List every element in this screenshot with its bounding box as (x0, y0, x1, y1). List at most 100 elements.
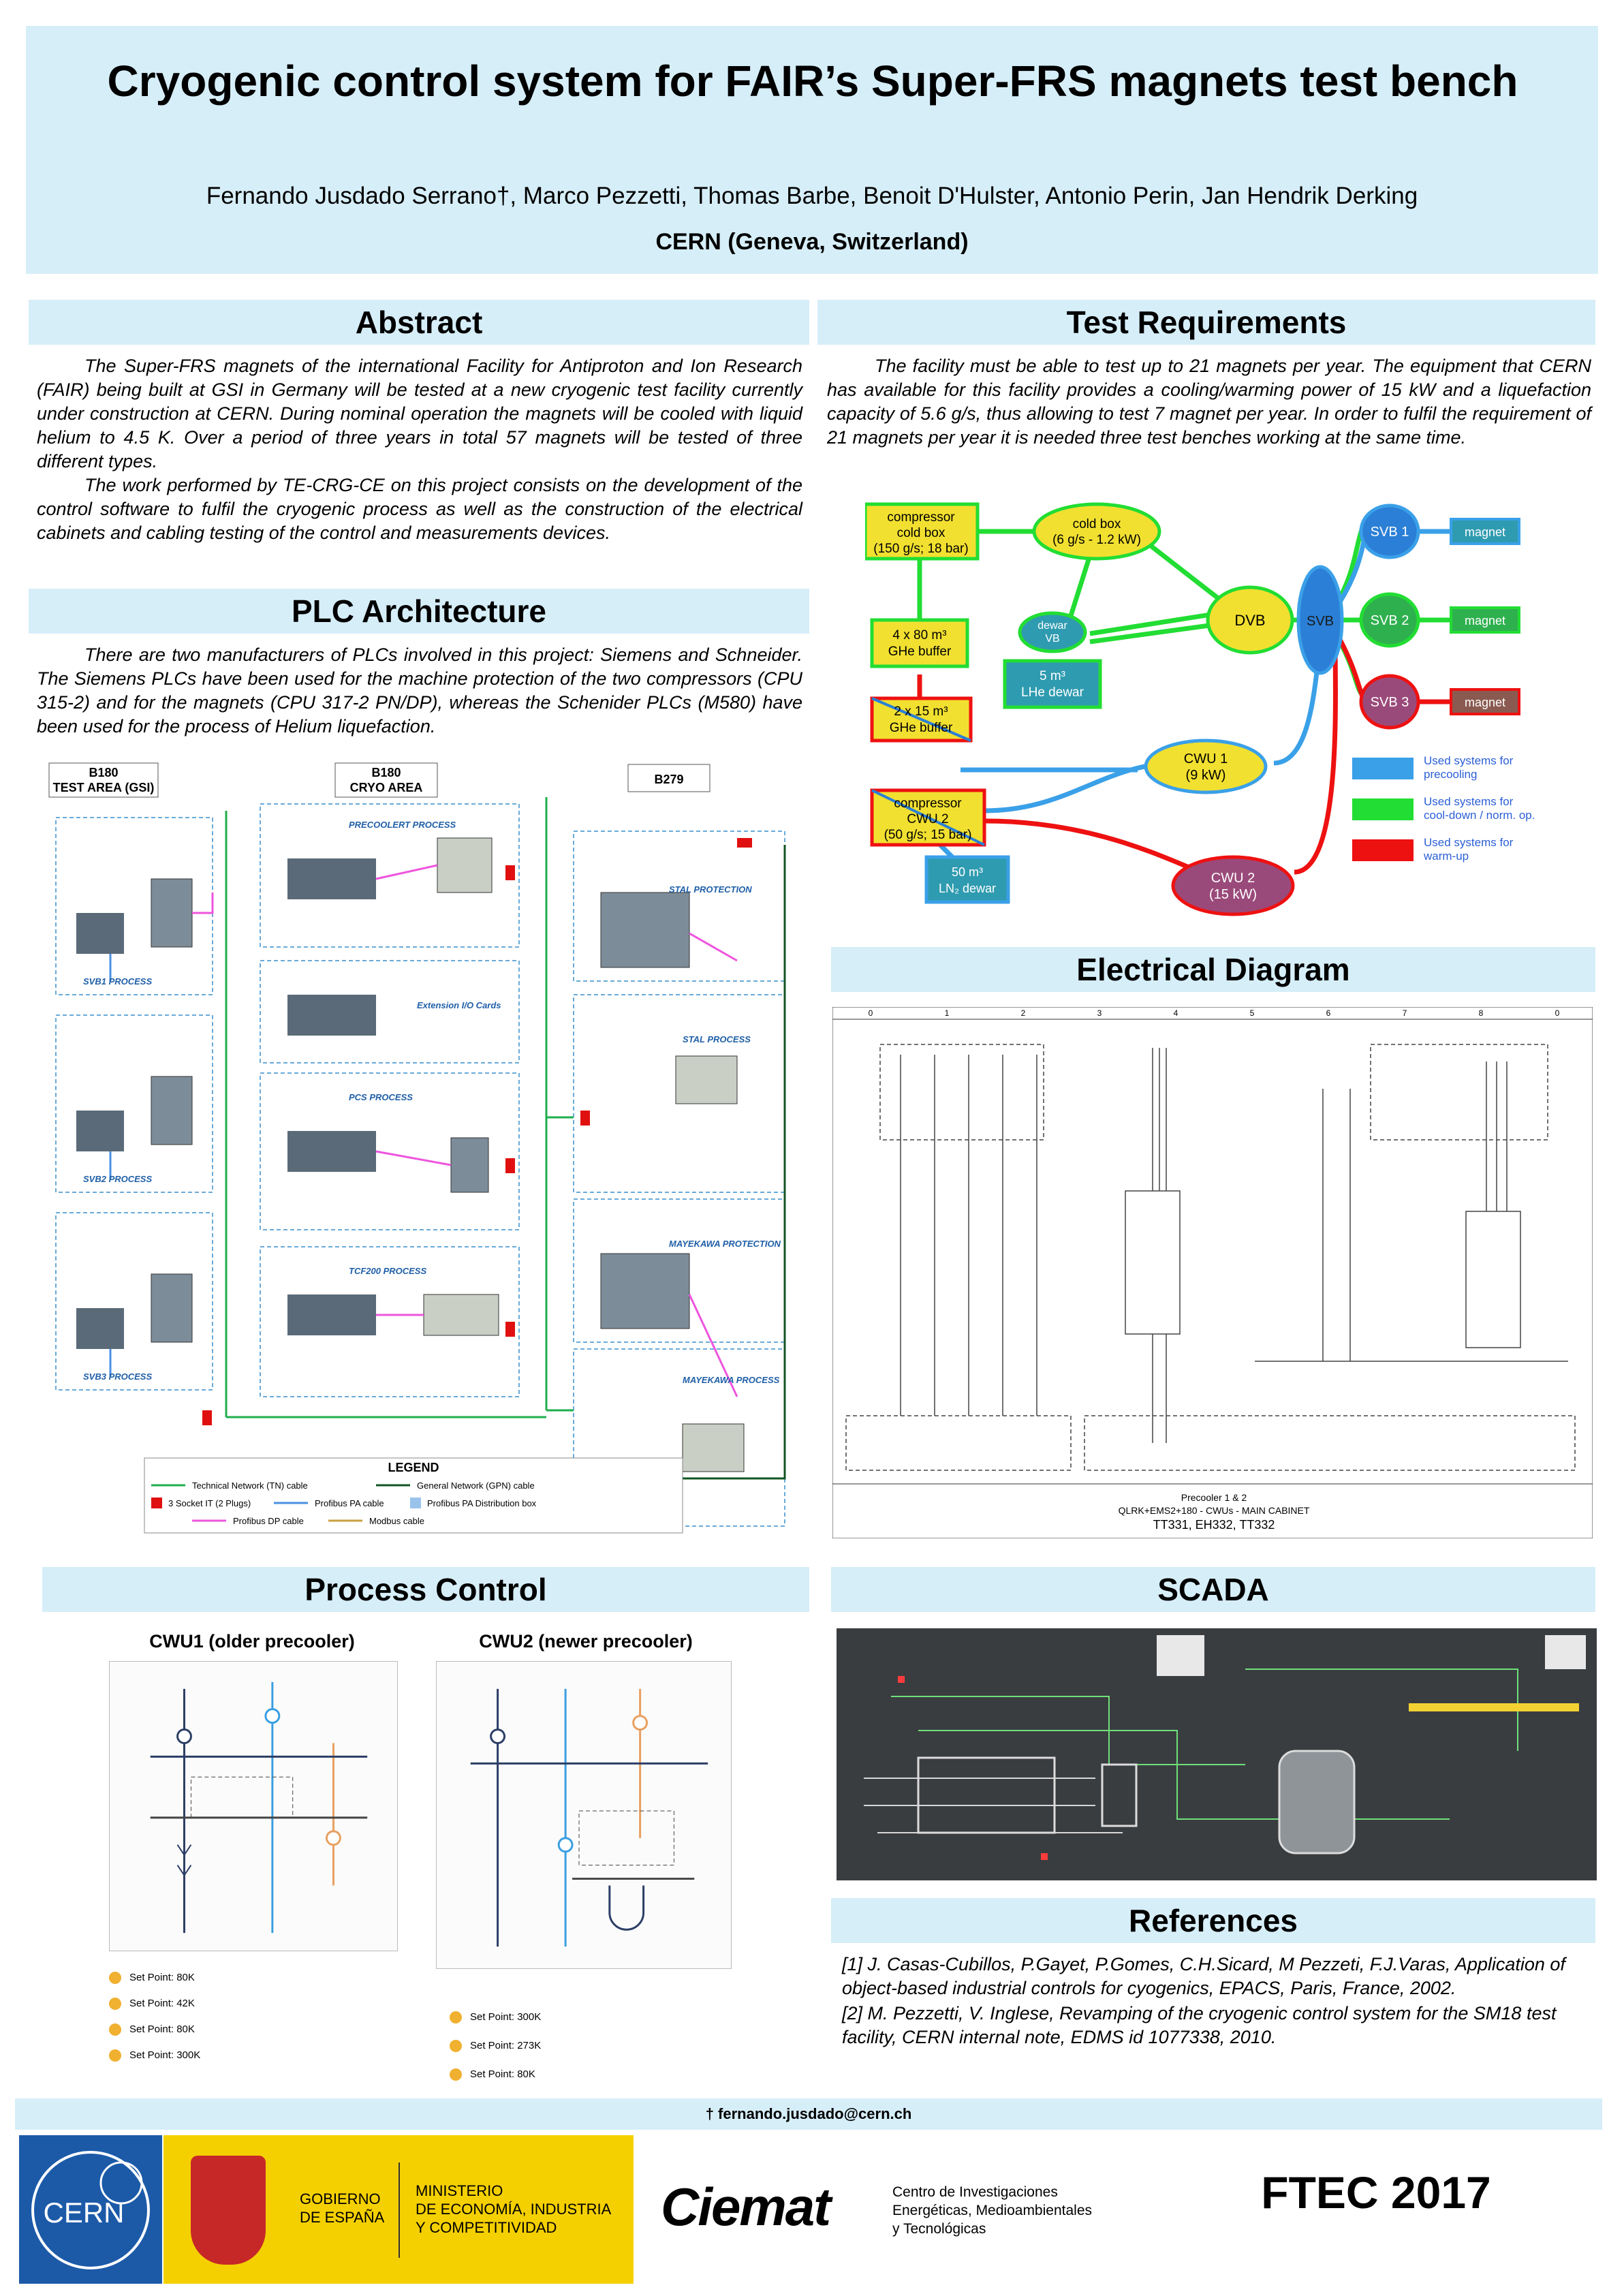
buffer1-l1: 4 x 80 m³ (892, 628, 946, 642)
scada-screenshot (837, 1628, 1597, 1880)
legend-precool-l1: Used systems for (1424, 754, 1514, 767)
plc-rack-stal (600, 892, 690, 968)
col-1: 1 (945, 1008, 950, 1018)
abstract-p2: The work performed by TE-CRG-CE on this … (37, 475, 802, 543)
coldbox-l1: cold box (1073, 517, 1121, 531)
ghe-buffer-1 (870, 618, 969, 668)
coupler-svb2 (76, 1111, 124, 1151)
legend-swatch-warmup (1352, 839, 1414, 861)
scada-indicator-row (1409, 1703, 1579, 1711)
cwu2-note-1: Set Point: 300K (450, 2003, 736, 2032)
legend-precool-l2: precooling (1424, 768, 1477, 781)
dewar-vb (1018, 611, 1087, 653)
cwu1-pid-diagram (109, 1661, 398, 1951)
comp1-l3: (150 g/s; 18 bar) (873, 542, 968, 556)
box-cwu1 (879, 1044, 1044, 1141)
cwu2-notes: Set Point: 300K Set Point: 273K Set Poin… (450, 2003, 736, 2089)
test-requirements-text: The facility must be able to test up to … (827, 354, 1591, 450)
cwu1-note-3: Set Point: 80K (109, 2017, 395, 2043)
dewar-vb-l1: dewar (1037, 620, 1067, 632)
plc-rack-svb1 (151, 878, 193, 948)
test-requirements-title: Test Requirements (817, 300, 1595, 345)
scada-vessel-mid (1101, 1763, 1138, 1827)
cwu1-notes: Set Point: 80K Set Point: 42K Set Point:… (109, 1965, 395, 2068)
reference-2: [2] M. Pezzetti, V. Inglese, Revamping o… (842, 2003, 1557, 2047)
ciemat-sub-l2: Energéticas, Medioambientales (892, 2203, 1092, 2218)
legend-pa: Profibus PA cable (315, 1498, 384, 1508)
gobierno-l1: GOBIERNO (300, 2190, 381, 2207)
conference-label: FTEC 2017 (1261, 2167, 1491, 2218)
col-8: 8 (1479, 1008, 1484, 1018)
lhe-l2: LHe dewar (1021, 685, 1084, 700)
legend-warmup-l2: warm-up (1423, 850, 1469, 863)
ln2-l2: LN₂ dewar (939, 882, 996, 895)
ministerio-l1: MINISTERIO (416, 2182, 503, 2199)
cwu1-l1: CWU 1 (1184, 751, 1228, 766)
cwu2-node (1171, 855, 1295, 916)
line-dewar-dvb2 (1089, 621, 1220, 645)
references-title: References (831, 1898, 1595, 1943)
cern-logo-text: CERN (43, 2197, 124, 2229)
cern-logo-icon: CERN (31, 2151, 150, 2269)
svb3-label: SVB 3 (1371, 695, 1409, 710)
ln2-dewar (924, 855, 1010, 904)
coupler-tcf200 (287, 1294, 376, 1335)
col-6: 6 (1326, 1008, 1331, 1018)
svb2-node (1359, 592, 1420, 648)
legend-pa-box-swatch (410, 1498, 421, 1508)
lhe-l1: 5 m³ (1040, 669, 1065, 683)
cwu1-valve-3 (325, 1830, 341, 1846)
email-note: † fernando.jusdado@cern.ch (705, 2105, 912, 2122)
label-extension-io: Extension I/O Cards (417, 1000, 501, 1010)
ln2-l1: 50 m³ (952, 865, 983, 879)
label-stal-protection: STAL PROTECTION (669, 884, 752, 895)
cwu1-valve-1 (176, 1728, 192, 1744)
cwu2-l2: (15 kW) (1209, 887, 1257, 902)
ciemat-sub-l1: Centro de Investigaciones (892, 2184, 1058, 2200)
scada-pipe-3 (1245, 1669, 1518, 1751)
legend-swatch-cooldown (1352, 798, 1414, 820)
svb-node (1296, 565, 1344, 675)
label-precooler-process: PRECOOLERT PROCESS (349, 820, 456, 830)
legend-cooldown-l1: Used systems for (1424, 795, 1514, 808)
label-svb3-process: SVB3 PROCESS (83, 1371, 152, 1382)
label-mayekawa-process: MAYEKAWA PROCESS (683, 1375, 780, 1385)
lhe-dewar (1003, 659, 1102, 709)
legend-socket: 3 Socket IT (2 Plugs) (168, 1498, 251, 1508)
note-badge-icon (109, 2049, 121, 2062)
plc-p1: There are two manufacturers of PLCs invo… (37, 645, 802, 736)
label-svb2-process: SVB2 PROCESS (83, 1174, 152, 1184)
ministerio-text: MINISTERIO DE ECONOMÍA, INDUSTRIA Y COMP… (416, 2182, 611, 2237)
cwu2-dashed-box (578, 1810, 674, 1866)
legend-cooldown-l2: cool-down / norm. op. (1424, 809, 1535, 822)
legend-socket-swatch (151, 1498, 162, 1508)
coldbox-ellipse (1032, 502, 1161, 561)
area-b279-label: B279 (654, 773, 683, 786)
dp-cable-precooler (375, 864, 438, 880)
scada-title: SCADA (831, 1567, 1595, 1612)
area-b180-cryo (334, 762, 438, 798)
area-b180-test-l2: TEST AREA (GSI) (53, 781, 155, 794)
comp2-l1: compressor (894, 796, 962, 811)
plc-rack-mayekawa-process (682, 1423, 745, 1472)
scada-bg (837, 1628, 1597, 1880)
dvb-label: DVB (1234, 612, 1265, 629)
cwu2-vessel (608, 1885, 645, 1931)
plc-text: There are two manufacturers of PLCs invo… (37, 643, 802, 739)
cryo-layout-diagram: compressor cold box (150 g/s; 18 bar) co… (865, 502, 1535, 916)
poster-title: Cryogenic control system for FAIR’s Supe… (107, 57, 1518, 106)
authors: Fernando Jusdado Serrano†, Marco Pezzett… (206, 183, 1418, 209)
schematic-frame (832, 1007, 1593, 1538)
ciemat-area: Ciemat Centro de Investigaciones Energét… (634, 2135, 1149, 2284)
plc-rack-svb2 (151, 1076, 193, 1145)
note-badge-icon (450, 2011, 462, 2024)
scada-panel-2 (1545, 1635, 1586, 1669)
cwu1-dashed-box (190, 1776, 294, 1818)
dp-cable-mayekawa (688, 1294, 738, 1397)
scada-dewar (1278, 1750, 1356, 1855)
note-badge-icon (450, 2068, 462, 2081)
cwu2-note-3: Set Point: 80K (450, 2060, 736, 2089)
plc-rack-pcs (450, 1137, 489, 1193)
tb-sub: QLRK+EMS2+180 - CWUs - MAIN CABINET (1119, 1505, 1310, 1516)
socket-stal (737, 838, 752, 848)
